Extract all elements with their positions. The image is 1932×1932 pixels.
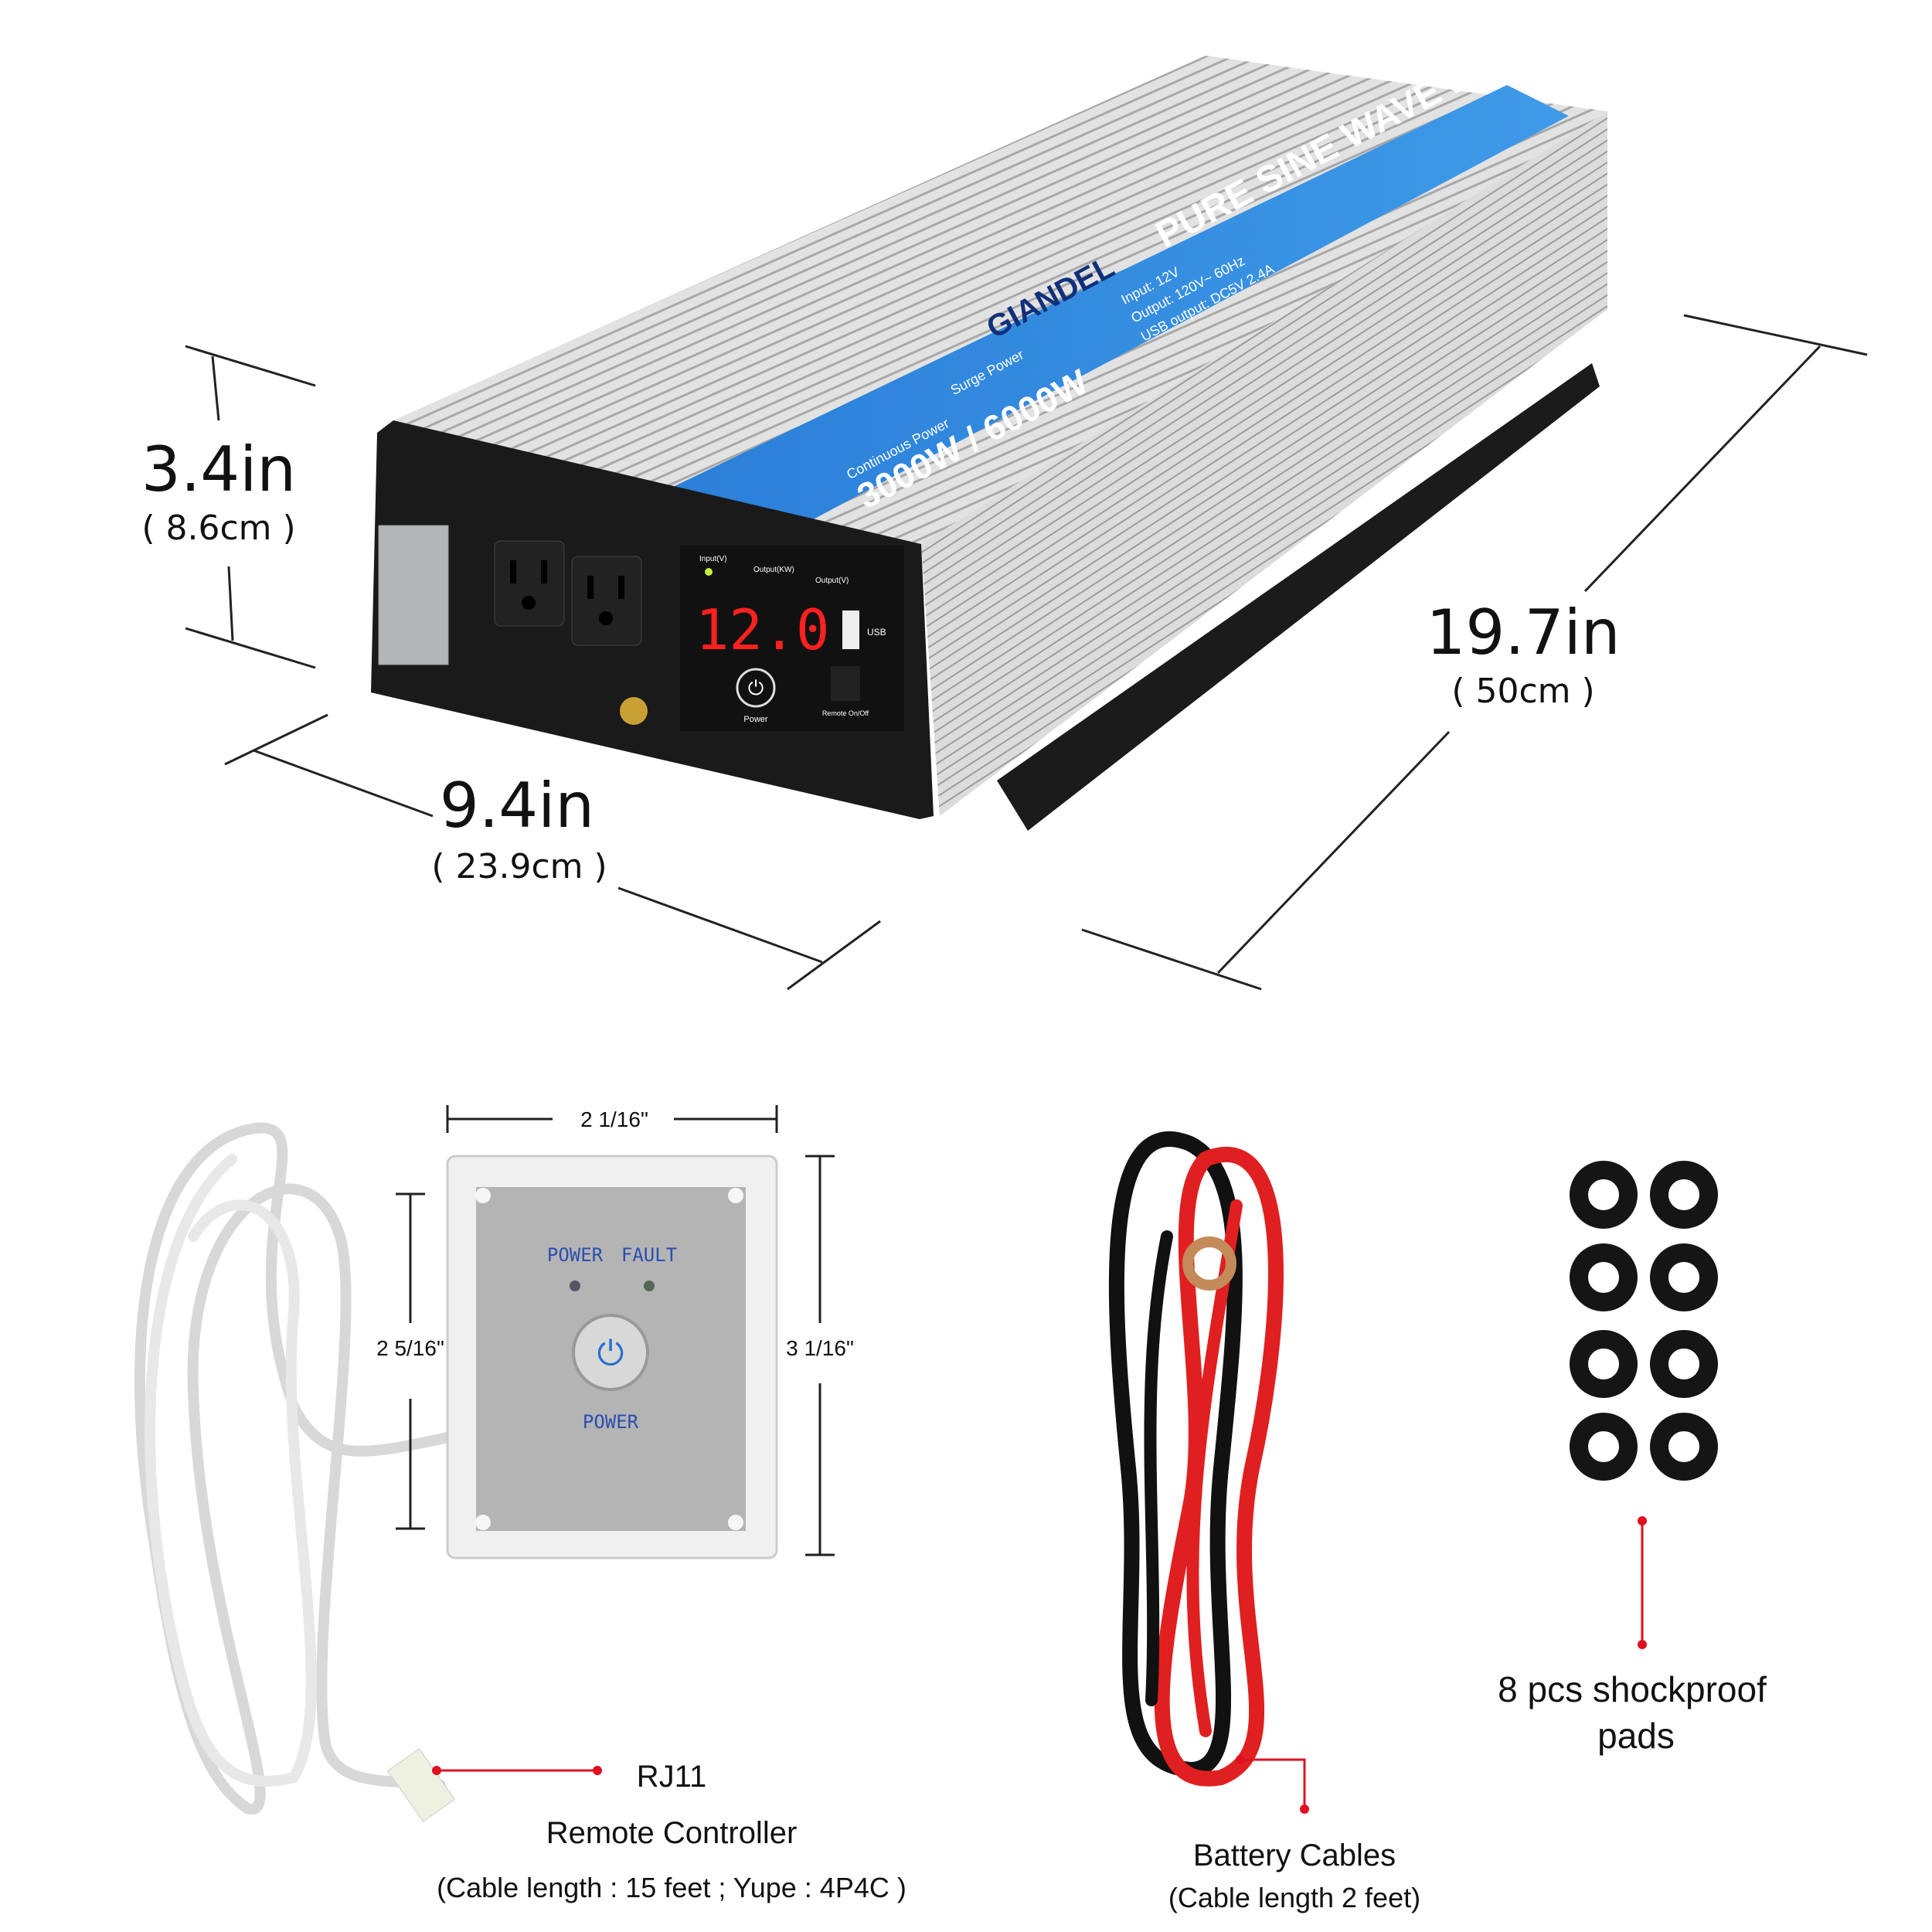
remote-width-label: 2 1/16"	[580, 1107, 648, 1131]
fault-led	[644, 1281, 655, 1291]
mounting-bracket	[997, 363, 1600, 831]
shockproof-pad	[1570, 1243, 1638, 1311]
power-led-label: POWER	[547, 1244, 604, 1266]
shockproof-pad	[1650, 1161, 1718, 1229]
height-dimension-metric: ( 8.6cm )	[141, 509, 295, 548]
shockproof-pad	[1570, 1330, 1638, 1398]
ac-outlet-left	[494, 540, 565, 627]
rj11-plug	[386, 1748, 456, 1822]
power-label: Power	[743, 715, 768, 724]
pads-label-line1: 8 pcs shockproof	[1498, 1669, 1767, 1709]
inverter: Continuous Power 3000W / 6000W Surge Pow…	[371, 0, 1623, 831]
length-dimension: 19.7in	[1426, 597, 1620, 668]
remote-inner-height-label: 2 5/16"	[376, 1336, 444, 1360]
battery-cables-title: Battery Cables	[1193, 1838, 1396, 1872]
power-led	[570, 1281, 580, 1291]
shockproof-pad	[1650, 1413, 1718, 1481]
power-icon: ⏻	[748, 677, 764, 699]
inverter-top	[393, 56, 1607, 544]
remote-power-icon: ⏻	[597, 1335, 624, 1372]
shockproof-pads	[1570, 1161, 1718, 1481]
shockproof-pad	[1570, 1413, 1638, 1481]
height-dimension: 3.4in	[141, 434, 296, 505]
control-panel: Input(V) Output(KW) Output(V) 12.0 USB ⏻…	[680, 546, 904, 731]
width-dimension: 9.4in	[440, 770, 594, 842]
battery-pointer	[1240, 1758, 1306, 1809]
remote-cable	[134, 1122, 454, 1815]
indicator-output-v: Output(V)	[815, 577, 849, 585]
remote-port-label: Remote On/Off	[822, 709, 869, 717]
fault-led-label: FAULT	[621, 1244, 677, 1266]
rj11-label: RJ11	[637, 1760, 706, 1794]
voltage-display: 12.0	[696, 597, 829, 662]
shockproof-pad	[1650, 1243, 1718, 1311]
shockproof-pad	[1650, 1330, 1718, 1398]
remote-cable-note: (Cable length : 15 feet ; Yupe : 4P4C )	[437, 1872, 906, 1903]
usb-label: USB	[867, 627, 886, 638]
inverter-side	[921, 111, 1607, 816]
pads-label-line2: pads	[1597, 1716, 1675, 1756]
remote-dimension-lines	[396, 1105, 835, 1556]
remote-controller-title: Remote Controller	[546, 1816, 798, 1850]
input-led	[705, 568, 713, 576]
battery-cables-note: (Cable length 2 feet)	[1168, 1882, 1420, 1913]
usb-port[interactable]	[842, 611, 859, 649]
remote-button-label: POWER	[583, 1411, 639, 1433]
remote-port[interactable]	[831, 666, 860, 701]
ring-terminal	[1182, 1236, 1236, 1291]
remote-outer-height-label: 3 1/16"	[786, 1336, 854, 1360]
battery-terminal-cover	[378, 525, 449, 665]
label-band	[657, 85, 1569, 541]
power-button[interactable]	[736, 668, 776, 708]
remote-power-button[interactable]	[572, 1314, 649, 1391]
width-dimension-metric: ( 23.9cm )	[431, 847, 607, 886]
dimension-lines	[185, 314, 1868, 991]
shockproof-pad	[1570, 1161, 1638, 1229]
ground-terminal	[620, 697, 648, 725]
ac-outlet-right	[571, 556, 642, 646]
remote-controller: POWER FAULT ⏻ POWER	[446, 1155, 778, 1560]
battery-cables	[1108, 1131, 1284, 1787]
indicator-input: Input(V)	[699, 555, 727, 563]
length-dimension-metric: ( 50cm )	[1451, 672, 1594, 711]
indicator-output-kw: Output(KW)	[753, 566, 794, 574]
